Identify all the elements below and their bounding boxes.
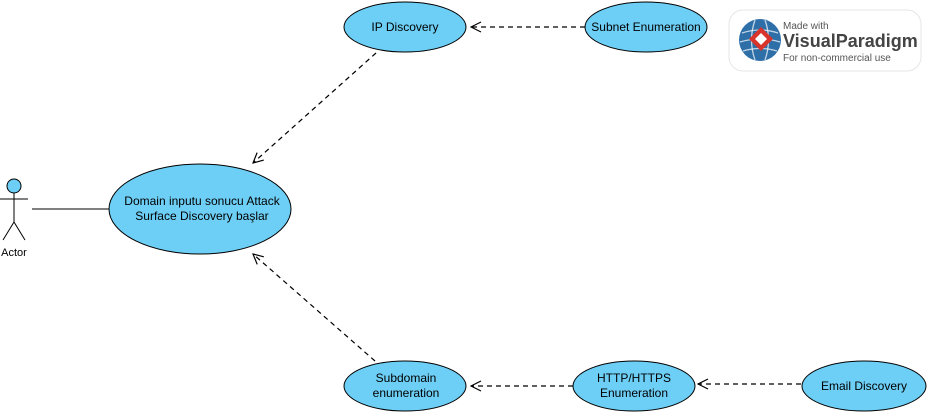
use-case-http-enumeration-label-line1: HTTP/HTTPS	[597, 371, 671, 385]
use-case-http-enumeration-shape	[572, 360, 696, 412]
use-case-ip-discovery[interactable]: IP Discovery	[343, 1, 467, 53]
actor-right-leg	[13, 221, 26, 241]
use-case-main-label-line1: Domain inputu sonucu Attack	[124, 194, 280, 208]
visual-paradigm-watermark: Made with VisualParadigm For non-commerc…	[728, 9, 922, 72]
actor-label: Actor	[1, 247, 27, 259]
use-case-main[interactable]: Domain inputu sonucu Attack Surface Disc…	[108, 163, 292, 255]
watermark-brand-rest: Paradigm	[836, 31, 918, 51]
watermark-brand: VisualParadigm	[783, 31, 918, 51]
use-case-main-shape	[108, 163, 292, 255]
use-case-http-enumeration-label-line2: Enumeration	[600, 386, 668, 400]
use-case-main-label-line2: Surface Discovery başlar	[135, 209, 268, 223]
actor-head	[6, 178, 22, 194]
watermark-badge	[728, 9, 922, 72]
actor-left-leg	[2, 221, 15, 241]
visual-paradigm-logo-icon	[739, 19, 781, 61]
use-case-subnet-enumeration-shape	[584, 1, 708, 53]
use-case-http-enumeration[interactable]: HTTP/HTTPS Enumeration	[572, 360, 696, 412]
use-case-email-discovery[interactable]: Email Discovery	[801, 360, 927, 412]
use-case-subdomain-enumeration[interactable]: Subdomain enumeration	[343, 360, 467, 412]
watermark-made-with: Made with	[783, 21, 829, 32]
watermark-tagline: For non-commercial use	[783, 53, 891, 64]
use-case-email-discovery-label: Email Discovery	[821, 379, 907, 393]
use-case-subnet-enumeration-label: Subnet Enumeration	[591, 20, 700, 34]
use-case-subdomain-enumeration-label-line2: enumeration	[373, 386, 440, 400]
use-case-subnet-enumeration[interactable]: Subnet Enumeration	[584, 1, 708, 53]
use-case-subdomain-enumeration-shape	[343, 360, 467, 412]
use-case-ip-discovery-label: IP Discovery	[371, 20, 438, 34]
dependency-subdomain-to-main	[253, 254, 376, 362]
actor[interactable]: Actor	[0, 178, 28, 259]
use-case-email-discovery-shape	[801, 360, 927, 412]
watermark-brand-bold: Visual	[783, 31, 836, 51]
use-case-ip-discovery-shape	[343, 1, 467, 53]
dependency-ip-to-main	[253, 52, 377, 163]
use-case-subdomain-enumeration-label-line1: Subdomain	[376, 371, 437, 385]
